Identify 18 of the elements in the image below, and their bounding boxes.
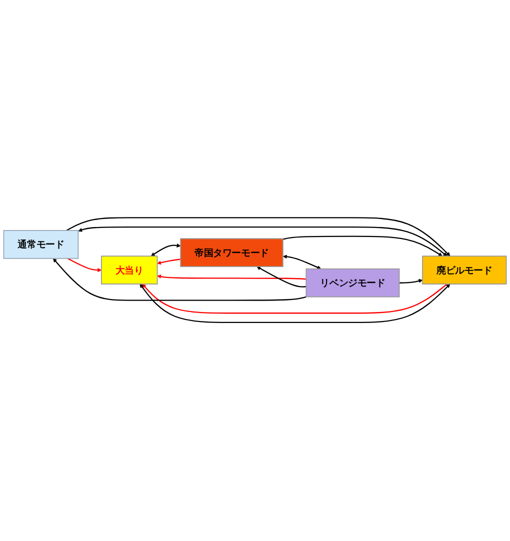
- arrow: [157, 274, 306, 280]
- arrow: [142, 284, 448, 314]
- arrow: [150, 244, 181, 257]
- arrow: [78, 226, 448, 257]
- arrow: [67, 258, 102, 273]
- arrow: [52, 258, 306, 302]
- node-box: 大当り: [100, 256, 158, 285]
- arrow: [157, 259, 181, 266]
- arrow: [399, 279, 423, 284]
- arrow: [140, 284, 450, 324]
- arrow: [282, 236, 442, 257]
- node-box: リベンジモード: [306, 268, 400, 298]
- node-box: 通常モード: [3, 230, 79, 260]
- arrow: [66, 218, 450, 257]
- node-box: 帝国タワーモード: [180, 238, 284, 268]
- node-box: 廃ビルモード: [422, 256, 507, 285]
- arrow: [256, 266, 306, 288]
- arrow: [282, 255, 322, 270]
